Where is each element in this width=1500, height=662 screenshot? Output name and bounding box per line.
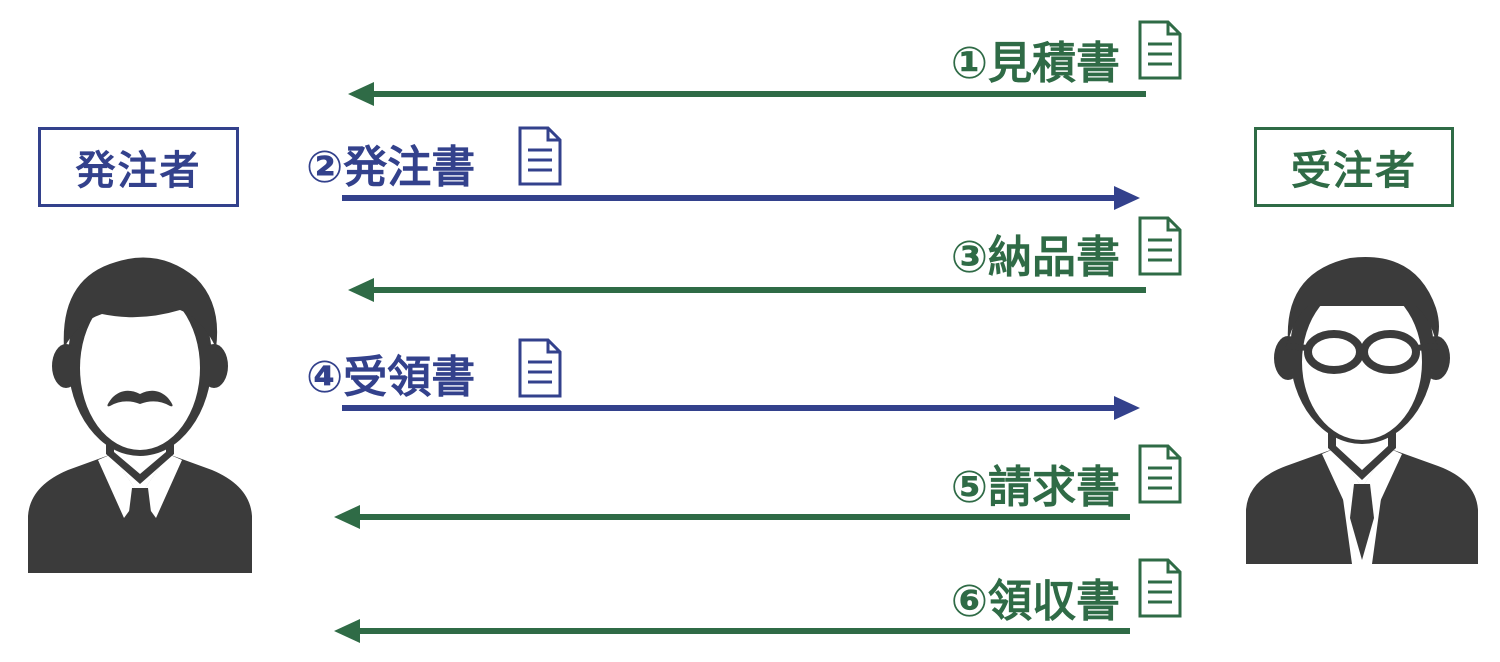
document-icon	[518, 126, 562, 186]
arrowhead-2	[1114, 186, 1140, 210]
arrowhead-1	[348, 82, 374, 106]
arrowhead-3	[348, 278, 374, 302]
orderer-role-label: 発注者	[75, 148, 202, 194]
document-icon	[1138, 444, 1182, 504]
document-icon	[518, 338, 562, 398]
contractor-role-label: 受注者	[1291, 148, 1417, 194]
arrowhead-5	[334, 505, 360, 529]
orderer-person-icon	[28, 257, 252, 573]
document-label-6: ⑥領収書	[950, 576, 1120, 627]
document-icon	[1138, 216, 1182, 276]
orderer-role-box: 発注者	[38, 127, 239, 207]
document-label-2: ②発注書	[306, 142, 476, 193]
arrowhead-4	[1114, 396, 1140, 420]
contractor-person-icon	[1246, 257, 1478, 564]
document-label-4: ④受領書	[306, 352, 476, 403]
document-label-5: ⑤請求書	[950, 462, 1120, 513]
document-label-3: ③納品書	[950, 232, 1120, 283]
arrowhead-6	[334, 619, 360, 643]
contractor-role-box: 受注者	[1254, 127, 1454, 207]
document-icon	[1138, 20, 1182, 80]
document-icon	[1138, 558, 1182, 618]
document-label-1: ①見積書	[950, 38, 1120, 89]
